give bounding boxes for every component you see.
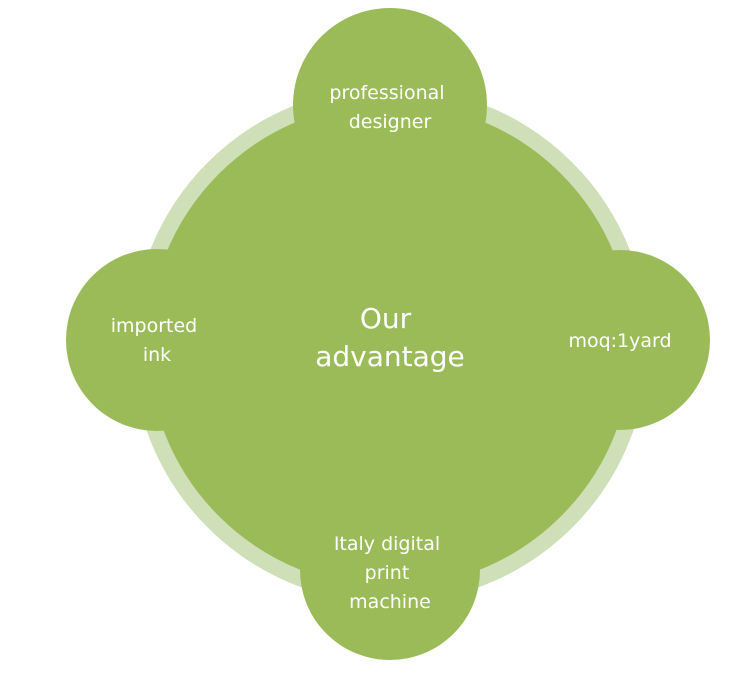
bottom-node-label-line-1: Italy digital — [334, 533, 440, 555]
center-circle — [280, 226, 500, 446]
left-node-circle — [66, 249, 248, 431]
right-node-circle — [530, 250, 710, 430]
bottom-node: Italy digital print machine — [300, 480, 480, 660]
top-node-label-line-2: designer — [349, 111, 432, 133]
svg-text:Italy digital print: Italy digital print machine — [334, 533, 446, 613]
bottom-node-label-line-2: print — [365, 562, 410, 584]
left-node-label-line-1: imported — [111, 315, 197, 337]
svg-text:professional designer: professional designer — [329, 82, 450, 133]
bottom-node-circle — [300, 480, 480, 660]
center-node: Our advantage — [280, 226, 500, 446]
right-node-label-line-1: moq:1yard — [568, 330, 671, 352]
top-node: professional designer — [293, 8, 487, 202]
svg-text:Our advantage: Our advantage — [315, 302, 465, 373]
center-label-line-1: Our — [360, 302, 412, 335]
svg-text:moq:1yard: moq:1yard — [568, 330, 671, 352]
svg-text:imported ink: imported ink — [111, 315, 204, 366]
top-node-label-line-1: professional — [329, 82, 444, 104]
center-label-line-2: advantage — [315, 340, 465, 373]
bottom-node-label-line-3: machine — [349, 591, 431, 613]
top-node-circle — [293, 8, 487, 202]
left-node: imported ink — [66, 249, 248, 431]
right-node: moq:1yard — [530, 250, 710, 430]
left-node-label-line-2: ink — [143, 344, 171, 366]
